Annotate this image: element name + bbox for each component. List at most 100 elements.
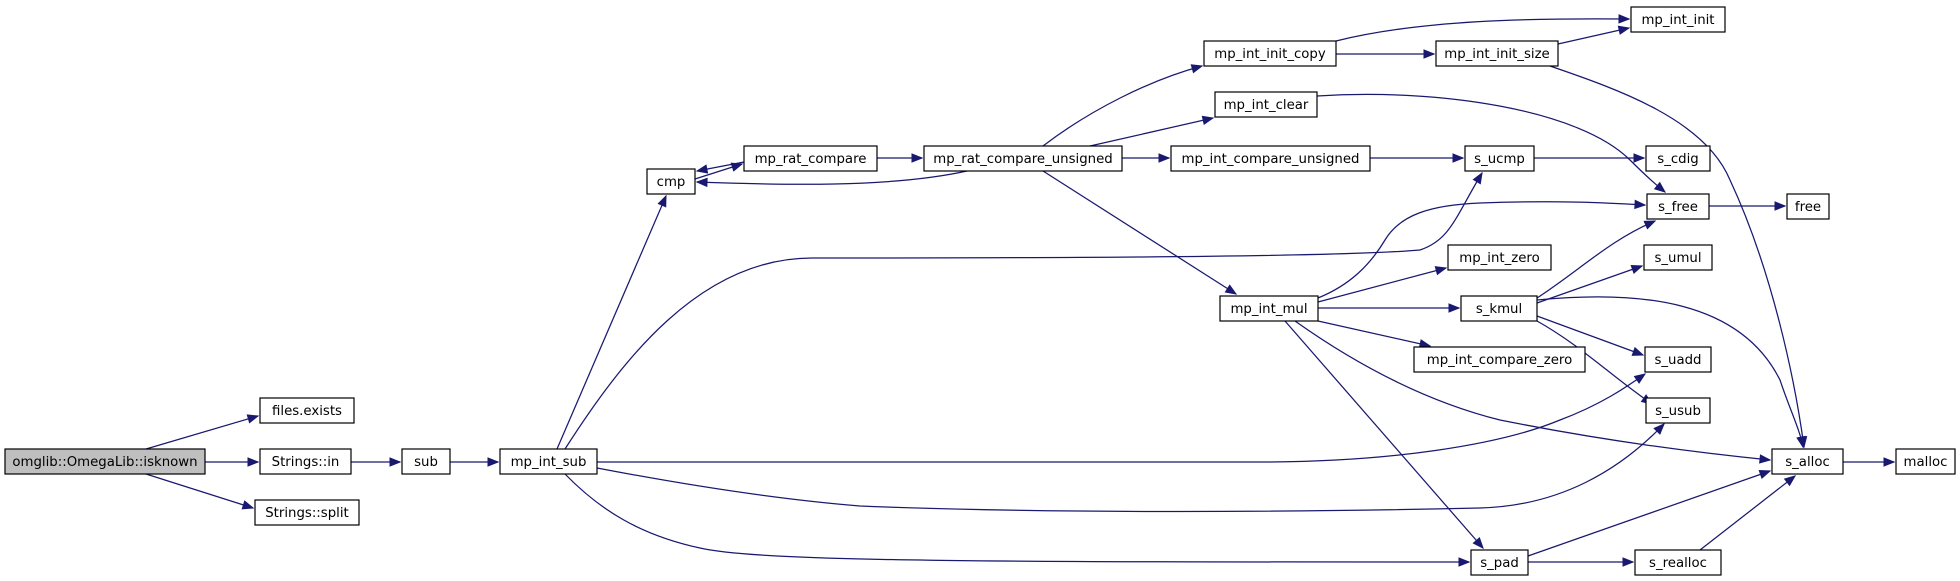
edge-mp_int_mul-to-mp_int_zero <box>1317 266 1448 303</box>
node-box[interactable] <box>1219 295 1319 322</box>
node-mp-int-compare-zero[interactable]: mp_int_compare_zero <box>1413 346 1586 373</box>
node-free[interactable]: free <box>1786 193 1830 220</box>
node-mp-int-clear[interactable]: mp_int_clear <box>1214 91 1318 118</box>
node-label: s_cdig <box>1657 152 1698 167</box>
edge-line <box>597 373 1646 463</box>
node-s-ucmp[interactable]: s_ucmp <box>1464 145 1535 172</box>
node-box[interactable] <box>4 448 206 475</box>
node-mp-rat-compare-unsigned[interactable]: mp_rat_compare_unsigned <box>923 145 1123 172</box>
node-box[interactable] <box>1214 91 1318 118</box>
edge-mp_int_mul-to-s_pad <box>1284 320 1484 550</box>
node-box[interactable] <box>1771 448 1844 475</box>
node-sub[interactable]: sub <box>401 448 451 475</box>
node-s-umul[interactable]: s_umul <box>1643 244 1713 271</box>
edge-mp_int_sub-to-cmp <box>556 194 667 450</box>
edge-line <box>1536 315 1644 356</box>
node-label: s_umul <box>1654 251 1701 266</box>
edge-line <box>1549 65 1805 448</box>
node-strings-in[interactable]: Strings::in <box>259 448 352 475</box>
node-label: s_kmul <box>1476 302 1522 317</box>
node-s-cdig[interactable]: s_cdig <box>1645 145 1711 172</box>
edge-line <box>1317 320 1431 347</box>
node-s-free[interactable]: s_free <box>1646 193 1710 220</box>
edge-line <box>145 473 254 509</box>
node-box[interactable] <box>259 397 355 424</box>
edge-line <box>1089 117 1214 147</box>
node-box[interactable] <box>923 145 1123 172</box>
edge-line <box>1317 267 1447 303</box>
node-box[interactable] <box>1634 549 1722 576</box>
node-s-alloc[interactable]: s_alloc <box>1771 448 1844 475</box>
node-box[interactable] <box>1643 244 1713 271</box>
node-s-realloc[interactable]: s_realloc <box>1634 549 1722 576</box>
node-box[interactable] <box>254 499 360 526</box>
node-box[interactable] <box>1413 346 1586 373</box>
node-box[interactable] <box>1645 397 1711 424</box>
edge-line <box>145 415 259 450</box>
edge-line <box>1335 18 1630 42</box>
node-box[interactable] <box>1645 145 1711 172</box>
edge-mp_rat_compare-to-cmp <box>695 161 745 174</box>
edge-mp_int_mul-to-mp_int_compare_zero <box>1317 320 1432 349</box>
node-box[interactable] <box>646 168 696 195</box>
node-box[interactable] <box>1460 295 1538 322</box>
node-s-usub[interactable]: s_usub <box>1645 397 1711 424</box>
node-mp-int-init-copy[interactable]: mp_int_init_copy <box>1203 40 1337 67</box>
node-box[interactable] <box>259 448 352 475</box>
node-malloc[interactable]: malloc <box>1895 448 1956 475</box>
arrow-head <box>1622 557 1635 567</box>
node-label: s_pad <box>1480 556 1519 571</box>
edge-isknown-to-strings_split <box>145 473 255 510</box>
node-box[interactable] <box>1630 6 1726 33</box>
node-mp-rat-compare[interactable]: mp_rat_compare <box>743 145 878 172</box>
node-s-pad[interactable]: s_pad <box>1470 549 1529 576</box>
arrow-head <box>241 500 255 510</box>
node-box[interactable] <box>1895 448 1956 475</box>
node-label: mp_int_init_copy <box>1214 47 1326 62</box>
node-box[interactable] <box>499 448 598 475</box>
node-label: mp_int_init_size <box>1444 47 1550 62</box>
node-mp-int-zero[interactable]: mp_int_zero <box>1447 244 1552 271</box>
node-mp-int-compare-unsigned[interactable]: mp_int_compare_unsigned <box>1170 145 1371 172</box>
node-label: mp_int_compare_zero <box>1427 353 1573 368</box>
edge-mp_rat_compare-to-mp_rat_compare_unsigned <box>877 153 924 163</box>
node-label: Strings::in <box>272 455 340 470</box>
arrow-head <box>1633 373 1647 384</box>
node-strings-split[interactable]: Strings::split <box>254 499 360 526</box>
node-box[interactable] <box>743 145 878 172</box>
edge-mp_int_compare_unsigned-to-s_ucmp <box>1370 153 1465 163</box>
node-mp-int-init-size[interactable]: mp_int_init_size <box>1435 40 1559 67</box>
arrow-head <box>389 457 402 467</box>
node-label: s_realloc <box>1649 556 1707 571</box>
node-box[interactable] <box>1470 549 1529 576</box>
node-files-exists[interactable]: files.exists <box>259 397 355 424</box>
edge-isknown-to-files_exists <box>145 414 260 450</box>
node-box[interactable] <box>1170 145 1371 172</box>
node-box[interactable] <box>1644 346 1712 373</box>
node-s-uadd[interactable]: s_uadd <box>1644 346 1712 373</box>
node-box[interactable] <box>1203 40 1337 67</box>
node-label: mp_int_sub <box>511 455 587 470</box>
edge-strings_in-to-sub <box>351 457 402 467</box>
node-mp-int-mul[interactable]: mp_int_mul <box>1219 295 1319 322</box>
node-box[interactable] <box>1464 145 1535 172</box>
edge-line <box>1527 470 1771 557</box>
node-s-kmul[interactable]: s_kmul <box>1460 295 1538 322</box>
node-box[interactable] <box>1435 40 1559 67</box>
node-label: mp_rat_compare_unsigned <box>933 152 1112 167</box>
node-box[interactable] <box>1646 193 1710 220</box>
arrow-head <box>1618 14 1631 24</box>
node-isknown[interactable]: omglib::OmegaLib::isknown <box>4 448 206 475</box>
node-mp-int-sub[interactable]: mp_int_sub <box>499 448 598 475</box>
edge-s_kmul-to-s_uadd <box>1536 315 1645 356</box>
edge-s_alloc-to-malloc <box>1843 457 1896 467</box>
edge-mp_int_sub-to-s_uadd <box>597 373 1647 463</box>
node-mp-int-init[interactable]: mp_int_init <box>1630 6 1726 33</box>
arrow-head <box>487 457 500 467</box>
node-cmp[interactable]: cmp <box>646 168 696 195</box>
node-box[interactable] <box>401 448 451 475</box>
node-box[interactable] <box>1786 193 1830 220</box>
node-box[interactable] <box>1447 244 1552 271</box>
node-label: mp_int_init <box>1641 13 1714 28</box>
arrow-head <box>247 457 260 467</box>
